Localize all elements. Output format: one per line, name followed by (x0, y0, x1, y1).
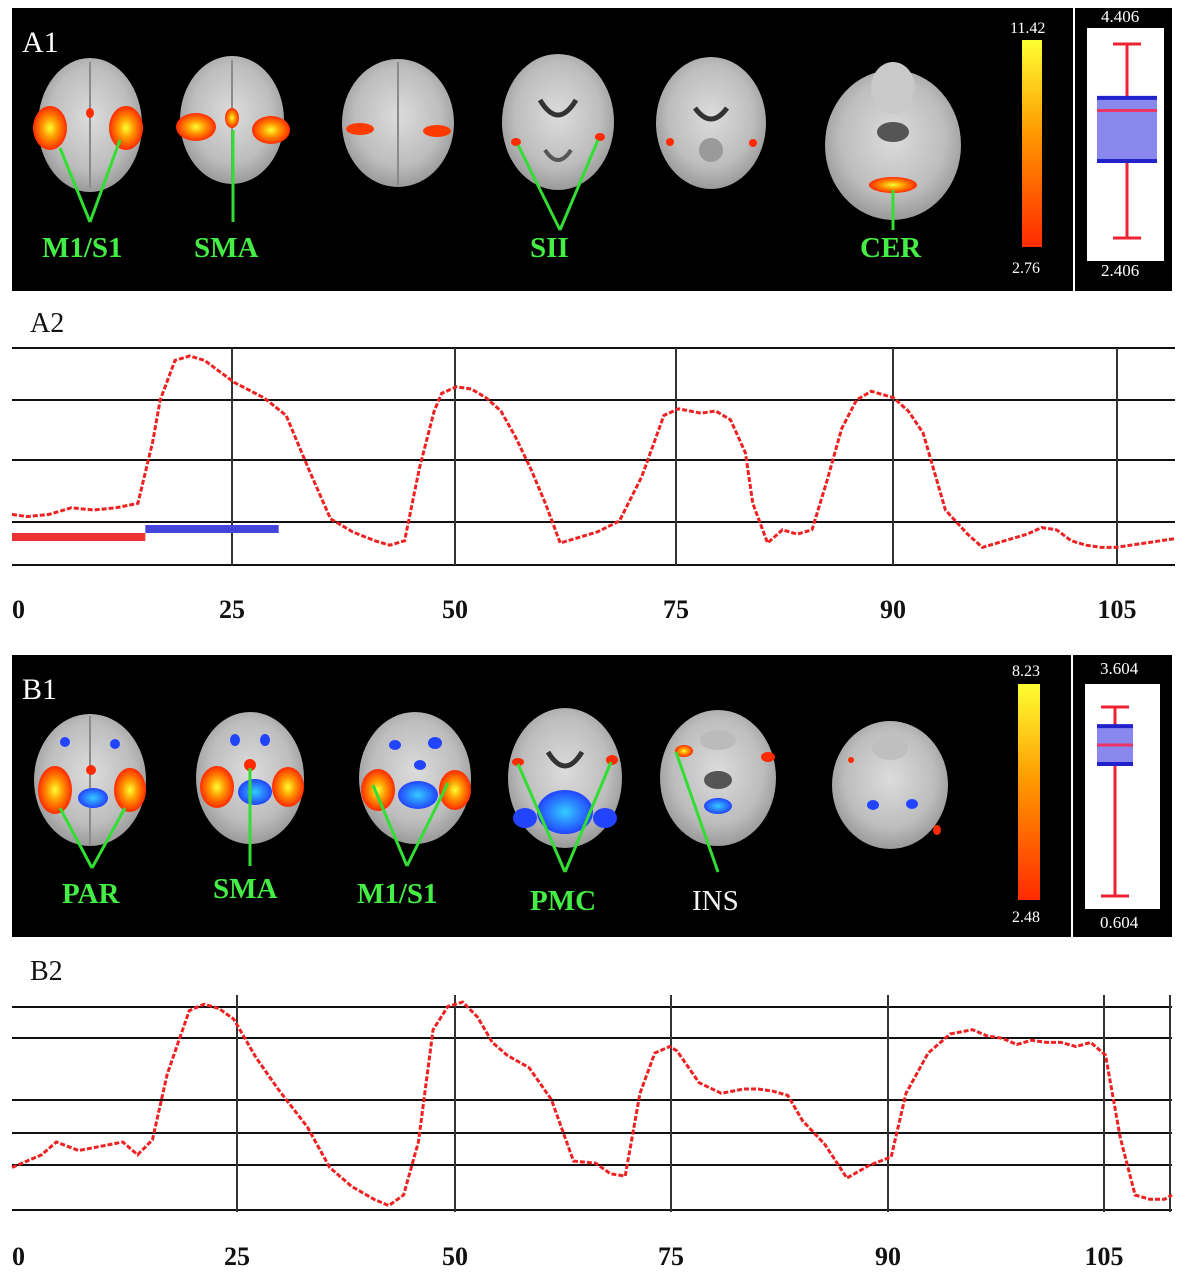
activation-blob (933, 825, 941, 835)
deactivation-blob (238, 779, 272, 805)
activation-blob (176, 113, 216, 141)
brain-slice-a1-2 (176, 56, 290, 184)
brain-slice-b1-1 (34, 714, 146, 846)
panel-a1: A1 (12, 7, 1172, 291)
boxplot-b1-frame (1085, 684, 1160, 909)
series-line (11, 1000, 1173, 1208)
activation-blob (511, 138, 521, 146)
x-tick-label: 90 (875, 1242, 901, 1271)
activation-blob (595, 133, 605, 141)
brain-slice-b1-5 (660, 710, 776, 846)
plot-a2-label: A2 (30, 308, 64, 339)
plot-a2: 0 25 50 75 90 105 (11, 347, 1176, 624)
colorbar-a1 (1022, 40, 1042, 247)
deactivation-blob (398, 781, 438, 809)
boxplot-box (1097, 97, 1157, 161)
series-line (11, 354, 1176, 550)
region-label-pmc: PMC (530, 885, 596, 917)
boxplot-b1-min-label: 0.604 (1100, 913, 1139, 932)
activation-blob (33, 106, 67, 150)
activation-blob (361, 769, 395, 811)
deactivation-blob (537, 790, 593, 834)
brain-slice-a1-6 (825, 62, 961, 220)
region-label-ins: INS (692, 885, 739, 917)
brain-slice-a1-5 (656, 57, 766, 189)
activation-blob (512, 758, 524, 766)
x-tick-label: 50 (442, 1242, 468, 1271)
activation-blob (666, 138, 674, 146)
x-tick-label: 25 (219, 595, 245, 624)
brain-slice-a1-4 (502, 54, 614, 190)
brain-slice-b1-4 (508, 708, 622, 848)
x-tick-label: 0 (12, 595, 25, 624)
activation-blob (346, 123, 374, 135)
x-tick-label: 105 (1098, 595, 1137, 624)
colorbar-a1-min: 2.76 (1012, 260, 1040, 277)
panel-b1: B1 (12, 655, 1172, 937)
x-tick-label: 105 (1085, 1242, 1124, 1271)
x-tick-label: 90 (880, 595, 906, 624)
activation-blob (38, 766, 72, 814)
deactivation-blob (867, 800, 879, 810)
x-tick-label: 75 (658, 1242, 684, 1271)
deactivation-blob (78, 788, 108, 808)
plot-b2-label: B2 (30, 956, 63, 987)
panel-a1-label: A1 (22, 26, 59, 59)
activation-blob (200, 766, 234, 808)
activation-blob (109, 106, 143, 150)
boxplot-a1-max-label: 4.406 (1101, 7, 1139, 26)
activation-blob (423, 125, 451, 137)
region-label-sii: SII (530, 232, 569, 264)
activation-blob (272, 767, 304, 807)
activation-blob (114, 768, 146, 812)
region-label-sma: SMA (194, 232, 259, 264)
activation-blob (606, 755, 618, 765)
brain-slice-a1-3 (342, 59, 454, 187)
activation-blob (869, 177, 917, 193)
activation-blob (749, 139, 757, 147)
panel-b1-label: B1 (22, 673, 57, 706)
activation-blob (761, 752, 775, 762)
region-label-m1s1: M1/S1 (42, 232, 123, 264)
colorbar-b1-max: 8.23 (1012, 663, 1040, 680)
region-label-m1s1: M1/S1 (357, 878, 438, 910)
deactivation-blob (704, 798, 732, 814)
boxplot-a1 (1097, 42, 1157, 240)
deactivation-blob (906, 799, 918, 809)
activation-blob (675, 745, 693, 757)
region-label-cer: CER (860, 232, 922, 264)
x-tick-label: 75 (663, 595, 689, 624)
activation-blob (252, 116, 290, 144)
brain-slice-b1-3 (359, 712, 471, 844)
region-pointers-a1 (58, 130, 895, 231)
region-label-sma: SMA (213, 873, 278, 905)
stimulus-bar (12, 533, 146, 541)
stimulus-bar (145, 525, 279, 533)
boxplot-b1 (1097, 705, 1133, 898)
brain-slice-b1-6 (832, 721, 948, 849)
x-tick-label: 0 (12, 1242, 25, 1271)
plot-b2: 0 25 50 75 90 105 (11, 995, 1173, 1271)
region-pointers-b1 (58, 751, 720, 873)
colorbar-a1-max: 11.42 (1010, 20, 1045, 37)
boxplot-a1-min-label: 2.406 (1101, 261, 1139, 280)
x-tick-label: 50 (442, 595, 468, 624)
boxplot-b1-max-label: 3.604 (1100, 659, 1139, 678)
colorbar-b1 (1018, 684, 1040, 900)
x-tick-label: 25 (224, 1242, 250, 1271)
region-label-par: PAR (62, 878, 121, 910)
activation-blob (439, 770, 471, 810)
colorbar-b1-min: 2.48 (1012, 909, 1040, 926)
